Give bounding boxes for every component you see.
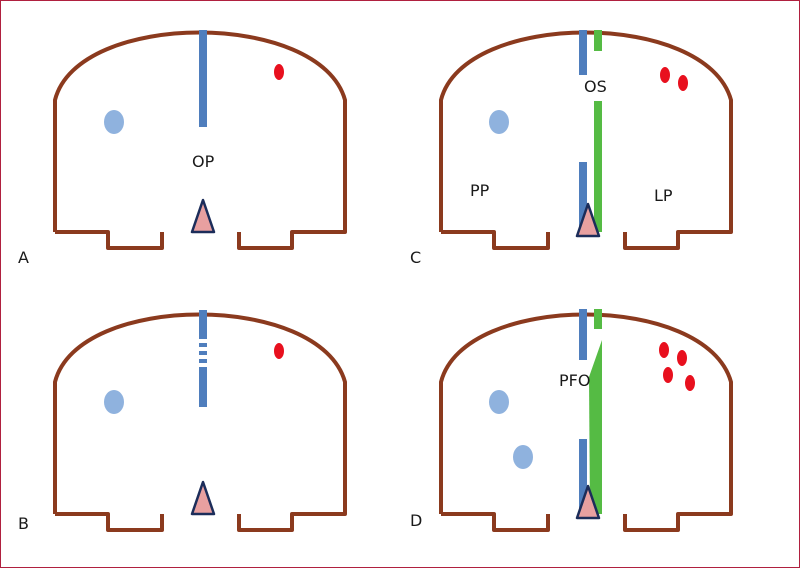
left-atrium-blood-cell xyxy=(677,350,687,366)
left-atrium-blood-cell xyxy=(685,375,695,391)
left-atrium-blood-cell xyxy=(274,343,284,359)
panel-letter-c: C xyxy=(410,248,421,267)
label-pfo: PFO xyxy=(559,371,590,390)
right-atrium-blood-cell xyxy=(489,110,509,134)
septum-primum-upper xyxy=(199,310,207,339)
panel-c: OS PP LP C xyxy=(410,30,733,267)
left-atrium-blood-cell xyxy=(663,367,673,383)
right-atrium-blood-cell xyxy=(489,390,509,414)
panel-b: B xyxy=(18,310,347,533)
panel-letter-b: B xyxy=(18,514,29,533)
label-op: OP xyxy=(192,152,215,171)
label-os: OS xyxy=(584,77,607,96)
left-atrium-blood-cell xyxy=(678,75,688,91)
label-lp: LP xyxy=(654,186,673,205)
septum-primum-fenestration-strip xyxy=(199,359,207,363)
septum-primum-upper xyxy=(579,309,587,360)
septum-secundum-upper xyxy=(594,30,602,51)
left-atrium-blood-cell xyxy=(274,64,284,80)
endocardial-cushion xyxy=(190,198,216,234)
septum-primum-fenestration-strip xyxy=(199,351,207,355)
septum-primum-lower xyxy=(199,367,207,407)
septum-primum xyxy=(199,30,207,127)
right-atrium-blood-cell xyxy=(104,110,124,134)
right-atrium-blood-cell xyxy=(104,390,124,414)
septum-primum-lower xyxy=(579,439,587,514)
left-atrium-blood-cell xyxy=(660,67,670,83)
panel-d: PFO D xyxy=(410,309,733,532)
endocardial-cushion xyxy=(190,480,216,516)
right-atrium-blood-cell xyxy=(513,445,533,469)
label-pp: PP xyxy=(470,181,490,200)
left-atrium-blood-cell xyxy=(659,342,669,358)
endocardial-cushion xyxy=(575,484,601,520)
septum-primum-upper xyxy=(579,30,587,75)
septum-secundum-lower xyxy=(594,101,602,232)
septum-primum-lower xyxy=(579,162,587,232)
endocardial-cushion xyxy=(575,202,601,238)
panel-letter-a: A xyxy=(18,248,29,267)
panel-letter-d: D xyxy=(410,511,422,530)
panel-a: OP A xyxy=(18,30,347,267)
septum-secundum-flap xyxy=(589,340,602,514)
septum-secundum-upper xyxy=(594,309,602,329)
septum-primum-fenestration-strip xyxy=(199,343,207,347)
